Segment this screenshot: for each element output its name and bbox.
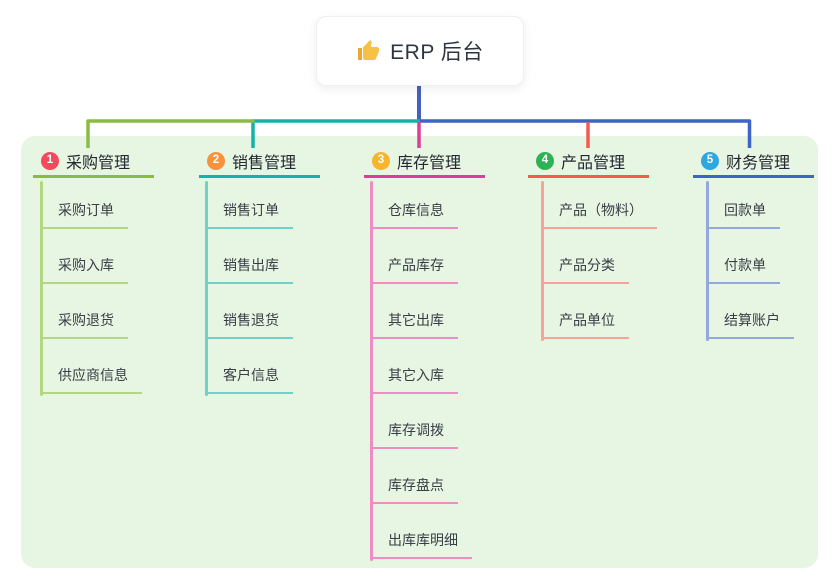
branch-child-line	[541, 181, 544, 341]
branches-background-panel	[21, 136, 818, 568]
branch-children: 销售订单 销售出库 销售退货 客户信息	[205, 174, 293, 394]
child-node[interactable]: 销售出库	[205, 229, 293, 284]
branch-children: 回款单 付款单 结算账户	[706, 174, 794, 339]
child-node[interactable]: 回款单	[706, 174, 780, 229]
child-node[interactable]: 客户信息	[205, 339, 293, 394]
child-node[interactable]: 其它出库	[370, 284, 458, 339]
thumbs-up-icon	[356, 39, 380, 63]
branch-number-badge: 2	[207, 151, 225, 170]
branch-inventory-title[interactable]: 3 库存管理	[364, 146, 485, 178]
child-node[interactable]: 销售订单	[205, 174, 293, 229]
child-node[interactable]: 出库库明细	[370, 504, 472, 559]
branch-title-label: 产品管理	[561, 154, 626, 172]
branch-sales-title[interactable]: 2 销售管理	[199, 146, 320, 178]
child-node[interactable]: 产品（物料）	[541, 174, 657, 229]
child-node[interactable]: 采购入库	[40, 229, 128, 284]
child-node[interactable]: 产品分类	[541, 229, 629, 284]
branch-children: 产品（物料） 产品分类 产品单位	[541, 174, 657, 339]
child-node[interactable]: 产品单位	[541, 284, 629, 339]
branch-number-badge: 3	[372, 151, 390, 170]
branch-number-badge: 5	[701, 151, 719, 170]
branch-number-badge: 4	[536, 151, 554, 170]
branch-child-line	[40, 181, 43, 396]
root-node-label: ERP 后台	[390, 41, 484, 64]
branch-children: 采购订单 采购入库 采购退货 供应商信息	[40, 174, 142, 394]
child-node[interactable]: 库存调拨	[370, 394, 458, 449]
branch-child-line	[370, 181, 373, 561]
child-node[interactable]: 供应商信息	[40, 339, 142, 394]
branch-title-label: 采购管理	[66, 154, 131, 172]
branch-purchase-title[interactable]: 1 采购管理	[33, 146, 154, 178]
branch-product-title[interactable]: 4 产品管理	[528, 146, 649, 178]
child-node[interactable]: 付款单	[706, 229, 780, 284]
child-node[interactable]: 产品库存	[370, 229, 458, 284]
child-node[interactable]: 仓库信息	[370, 174, 458, 229]
branch-children: 仓库信息 产品库存 其它出库 其它入库 库存调拨 库存盘点 出库库明细	[370, 174, 472, 559]
branch-child-line	[205, 181, 208, 396]
child-node[interactable]: 其它入库	[370, 339, 458, 394]
branch-number-badge: 1	[41, 151, 59, 170]
child-node[interactable]: 库存盘点	[370, 449, 458, 504]
branch-title-label: 财务管理	[726, 154, 791, 172]
child-node[interactable]: 采购订单	[40, 174, 128, 229]
child-node[interactable]: 销售退货	[205, 284, 293, 339]
root-node[interactable]: ERP 后台	[316, 16, 524, 86]
child-node[interactable]: 结算账户	[706, 284, 794, 339]
branch-title-label: 库存管理	[397, 154, 462, 172]
branch-child-line	[706, 181, 709, 341]
branch-title-label: 销售管理	[232, 154, 297, 172]
child-node[interactable]: 采购退货	[40, 284, 128, 339]
branch-finance-title[interactable]: 5 财务管理	[693, 146, 814, 178]
